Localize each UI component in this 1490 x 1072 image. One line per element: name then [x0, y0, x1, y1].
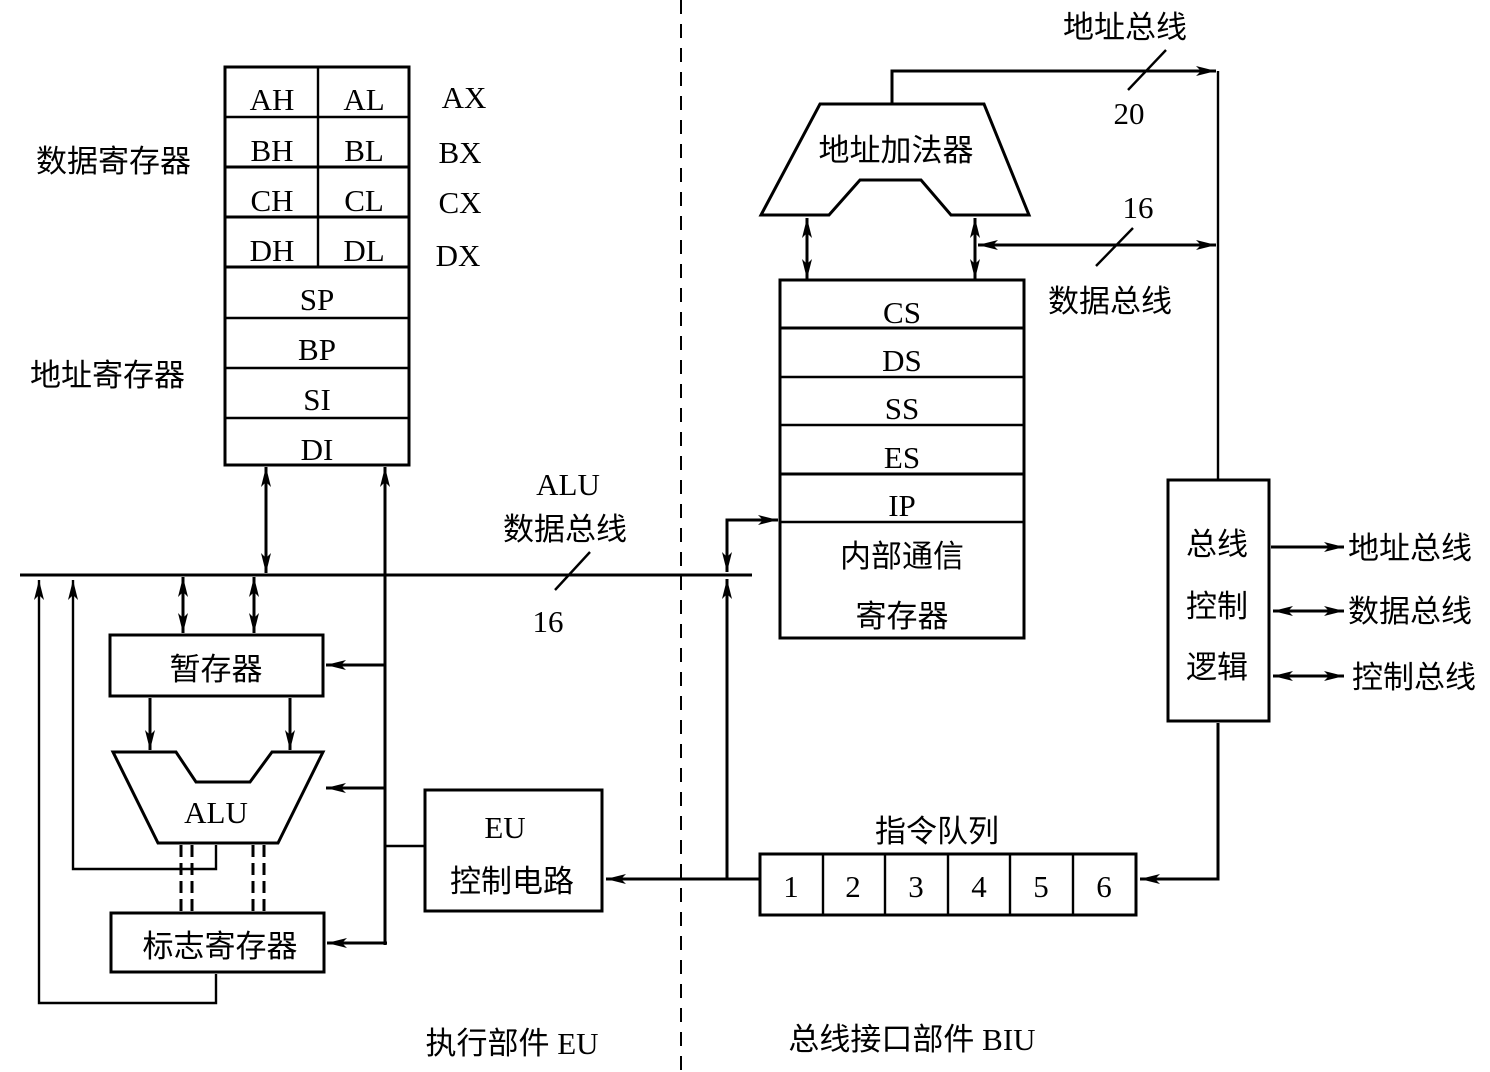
register-ss: SS	[885, 391, 919, 426]
data-registers-label: 数据寄存器	[36, 144, 191, 179]
alu-bus-width-slash	[554, 551, 591, 591]
register-dx-label: DX	[436, 238, 481, 273]
temp-register-label: 暂存器	[170, 652, 263, 687]
register-cs: CS	[883, 295, 921, 330]
queue-slot-1: 1	[783, 869, 799, 904]
address-adder	[758, 102, 1032, 217]
internal-comm-label-2: 寄存器	[856, 599, 949, 634]
eu-control-circuit	[423, 788, 604, 913]
register-ax-label: AX	[442, 80, 487, 115]
register-bh: BH	[250, 133, 293, 168]
register-ah: AH	[250, 82, 295, 117]
flags-register-label: 标志寄存器	[143, 929, 298, 964]
register-bx-label: BX	[438, 135, 481, 170]
address-registers-label: 地址寄存器	[30, 358, 185, 393]
address-bus-top-label: 地址总线	[1063, 10, 1187, 45]
queue-slot-4: 4	[971, 869, 987, 904]
alu-bus-width: 16	[533, 604, 564, 639]
buscontrol-queue-arrow	[1140, 723, 1220, 884]
register-dh: DH	[250, 233, 295, 268]
register-si: SI	[303, 382, 331, 417]
flags-feedback-line	[34, 580, 218, 1005]
bus-control-logic	[1166, 478, 1271, 723]
address-bus-width: 20	[1114, 96, 1145, 131]
register-bl: BL	[344, 133, 384, 168]
alu-result-line	[68, 580, 218, 871]
address-adder-label: 地址加法器	[819, 133, 974, 168]
register-cx-label: CX	[438, 185, 481, 220]
register-dl: DL	[343, 233, 384, 268]
register-sp: SP	[300, 282, 334, 317]
data-bus-label: 数据总线	[1048, 284, 1172, 319]
register-es: ES	[884, 440, 920, 475]
register-ch: CH	[250, 183, 293, 218]
ext-control-bus-label: 控制总线	[1352, 660, 1476, 695]
queue-slot-6: 6	[1096, 869, 1112, 904]
eu-control-label-1: EU	[484, 810, 525, 845]
bus-control-label-1: 总线	[1186, 527, 1248, 562]
segment-register-file: CS DS SS ES IP 内部通信 寄存器	[778, 278, 1026, 640]
address-bus-20-line	[890, 66, 1216, 104]
register-al: AL	[343, 82, 384, 117]
register-ip: IP	[888, 488, 916, 523]
alu-block	[110, 750, 326, 845]
bus-ip-arrow	[722, 515, 778, 572]
register-di: DI	[301, 432, 334, 467]
ext-data-bus-label: 数据总线	[1348, 594, 1472, 629]
queue-slot-2: 2	[845, 869, 861, 904]
eu-section-label: 执行部件 EU	[425, 1026, 598, 1061]
alu-bus-label-2: 数据总线	[503, 512, 627, 547]
flags-register	[109, 911, 326, 974]
queue-slot-5: 5	[1033, 869, 1049, 904]
register-bp: BP	[298, 332, 336, 367]
register-cl: CL	[344, 183, 384, 218]
alu-label: ALU	[184, 795, 248, 830]
general-register-file: AH AL BH BL CH CL DH DL SP BP SI DI	[223, 65, 411, 467]
instruction-queue: 1 2 3 4 5 6	[758, 852, 1138, 917]
instruction-queue-label: 指令队列	[875, 814, 999, 849]
data-bus-width: 16	[1123, 190, 1154, 225]
bus-control-label-2: 控制	[1186, 589, 1248, 624]
queue-slot-3: 3	[908, 869, 924, 904]
internal-comm-label-1: 内部通信	[840, 539, 964, 574]
alu-bus-label-1: ALU	[536, 467, 600, 502]
temp-register	[108, 633, 325, 698]
ext-address-bus-label: 地址总线	[1348, 531, 1472, 566]
biu-section-label: 总线接口部件 BIU	[788, 1022, 1035, 1057]
eu-control-label-2: 控制电路	[450, 864, 574, 899]
register-ds: DS	[882, 343, 922, 378]
bus-control-label-3: 逻辑	[1186, 650, 1248, 685]
